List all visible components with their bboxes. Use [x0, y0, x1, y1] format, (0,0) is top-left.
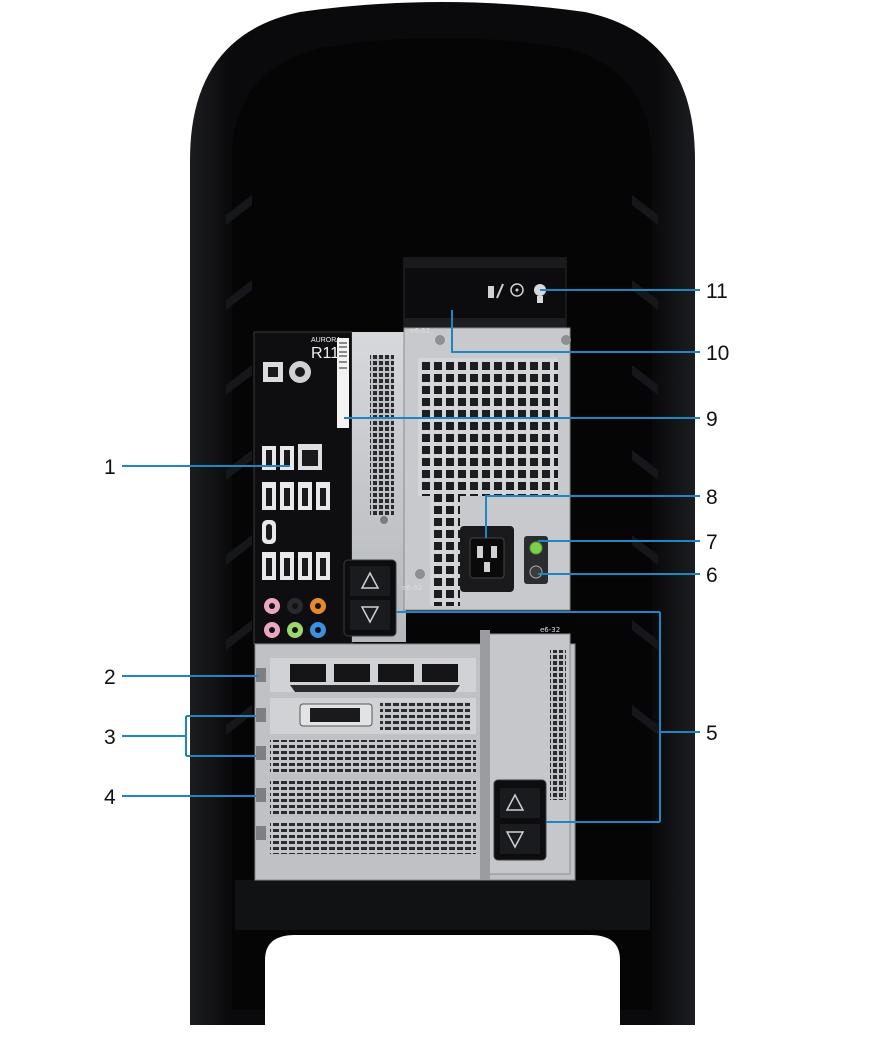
io-panel: AURORA R11 [253, 331, 353, 645]
psu-release-latch[interactable]: e6-32 [343, 559, 422, 637]
audio-jacks [264, 598, 326, 638]
callout-11: 11 [706, 280, 728, 303]
optical-audio-port [263, 362, 283, 382]
usb-port-row-3 [262, 552, 330, 580]
model-badge-line1: AURORA [311, 337, 341, 344]
callout-1: 1 [104, 456, 116, 479]
coax-audio-port [289, 361, 311, 383]
psu-diagnostic-light [529, 541, 543, 555]
power-supply-unit: e6-32 [403, 327, 571, 611]
psu-label-left: e6-32 [410, 327, 430, 335]
callout-10: 10 [706, 342, 729, 365]
leader-3 [122, 715, 256, 757]
release-latch-module [403, 257, 567, 329]
callout-9: 9 [706, 408, 718, 431]
leader-5 [396, 611, 700, 823]
callout-7: 7 [706, 531, 718, 554]
callout-4: 4 [104, 786, 116, 809]
power-cable-port [460, 526, 514, 592]
foot-cutout [265, 935, 620, 1030]
latch-label: e6-32 [402, 584, 422, 592]
dvi-port [299, 703, 373, 727]
callout-3: 3 [104, 726, 116, 749]
psu-label-right: e6-32 [540, 626, 560, 634]
leader-8 [485, 495, 700, 538]
usb-port-row-2 [262, 482, 330, 510]
expansion-slot-area: e6-32 [254, 626, 576, 881]
psu-diagnostic-button[interactable] [529, 565, 543, 579]
security-cable-slot-icon [510, 283, 524, 297]
callout-8: 8 [706, 486, 718, 509]
lock-unlock-icon [488, 283, 504, 299]
leader-10 [451, 310, 700, 353]
service-tag-strip [337, 338, 349, 428]
callout-labels: 1 2 3 4 5 6 7 8 9 10 11 [104, 280, 729, 809]
usb-c-port [262, 520, 276, 544]
lower-release-latch[interactable] [493, 779, 547, 861]
graphics-card-ports [290, 664, 458, 682]
side-fins [226, 195, 658, 735]
ethernet-port [298, 444, 322, 470]
model-badge-line2: R11 [311, 345, 339, 362]
callout-6: 6 [706, 564, 718, 587]
callout-2: 2 [104, 666, 116, 689]
callout-5: 5 [706, 722, 718, 745]
callout-leader-lines [122, 289, 700, 823]
slot-tabs [256, 668, 266, 840]
